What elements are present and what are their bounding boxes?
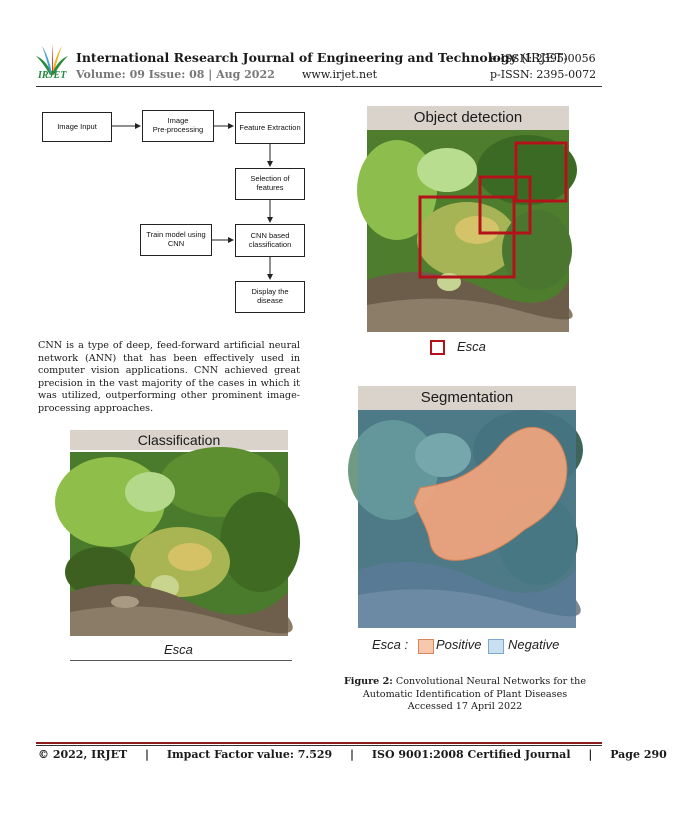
- footer-impact-factor: Impact Factor value: 7.529: [166, 748, 333, 761]
- footer-rule-black: [36, 745, 602, 746]
- object-detection-photo: [357, 130, 577, 332]
- p-issn: p-ISSN: 2395-0072: [490, 68, 597, 81]
- node-feature-extraction: Feature Extraction: [235, 112, 305, 144]
- journal-name: International Research Journal of Engine…: [76, 50, 517, 65]
- esca-legend-swatch: [430, 340, 445, 355]
- flowchart-arrows: [112, 123, 273, 280]
- segmentation-legend-prefix: Esca :: [372, 637, 409, 652]
- volume-issue: Volume: 09 Issue: 08 | Aug 2022: [76, 68, 275, 81]
- header-rule: [36, 86, 602, 87]
- figure-caption: Figure 2: Convolutional Neural Networks …: [340, 676, 590, 714]
- negative-label: Negative: [508, 637, 560, 652]
- node-display-disease: Display the disease: [235, 281, 305, 313]
- footer-copyright: © 2022, IRJET: [38, 748, 128, 761]
- journal-website[interactable]: www.irjet.net: [302, 68, 378, 81]
- footer: © 2022, IRJET | Impact Factor value: 7.5…: [38, 748, 667, 761]
- classification-rule: [70, 660, 292, 661]
- node-selection-of-features: Selection of features: [235, 168, 305, 200]
- logo-text: IRJET: [38, 70, 67, 81]
- classification-title: Classification: [70, 430, 288, 450]
- journal-abbr: (IRJET): [521, 50, 568, 65]
- footer-iso: ISO 9001:2008 Certified Journal: [371, 748, 571, 761]
- node-image-input: Image Input: [42, 112, 112, 142]
- segmentation-photo: [348, 410, 583, 628]
- caption-label: Figure 2:: [343, 676, 393, 687]
- object-detection-title: Object detection: [367, 106, 569, 130]
- segmentation-title: Segmentation: [358, 386, 576, 410]
- object-detection-legend: Esca: [457, 339, 486, 354]
- journal-title: International Research Journal of Engine…: [76, 50, 568, 65]
- footer-separator: |: [350, 748, 355, 761]
- positive-label: Positive: [436, 637, 482, 652]
- classification-label: Esca: [164, 642, 193, 657]
- irjet-logo: [36, 44, 68, 75]
- footer-separator: |: [588, 748, 593, 761]
- positive-swatch: [418, 639, 434, 654]
- body-paragraph: CNN is a type of deep, feed-forward arti…: [38, 340, 300, 414]
- footer-rule-red: [36, 742, 602, 744]
- classification-photo: [55, 447, 300, 636]
- footer-separator: |: [145, 748, 150, 761]
- negative-swatch: [488, 639, 504, 654]
- node-cnn-classification: CNN based classification: [235, 224, 305, 257]
- node-train-model: Train model using CNN: [140, 224, 212, 256]
- e-issn: e-ISSN: 2395-0056: [490, 52, 596, 65]
- node-preprocessing: Image Pre-processing: [142, 110, 214, 142]
- footer-page-number: Page 290: [610, 748, 667, 761]
- caption-text: Convolutional Neural Networks for the Au…: [362, 676, 586, 712]
